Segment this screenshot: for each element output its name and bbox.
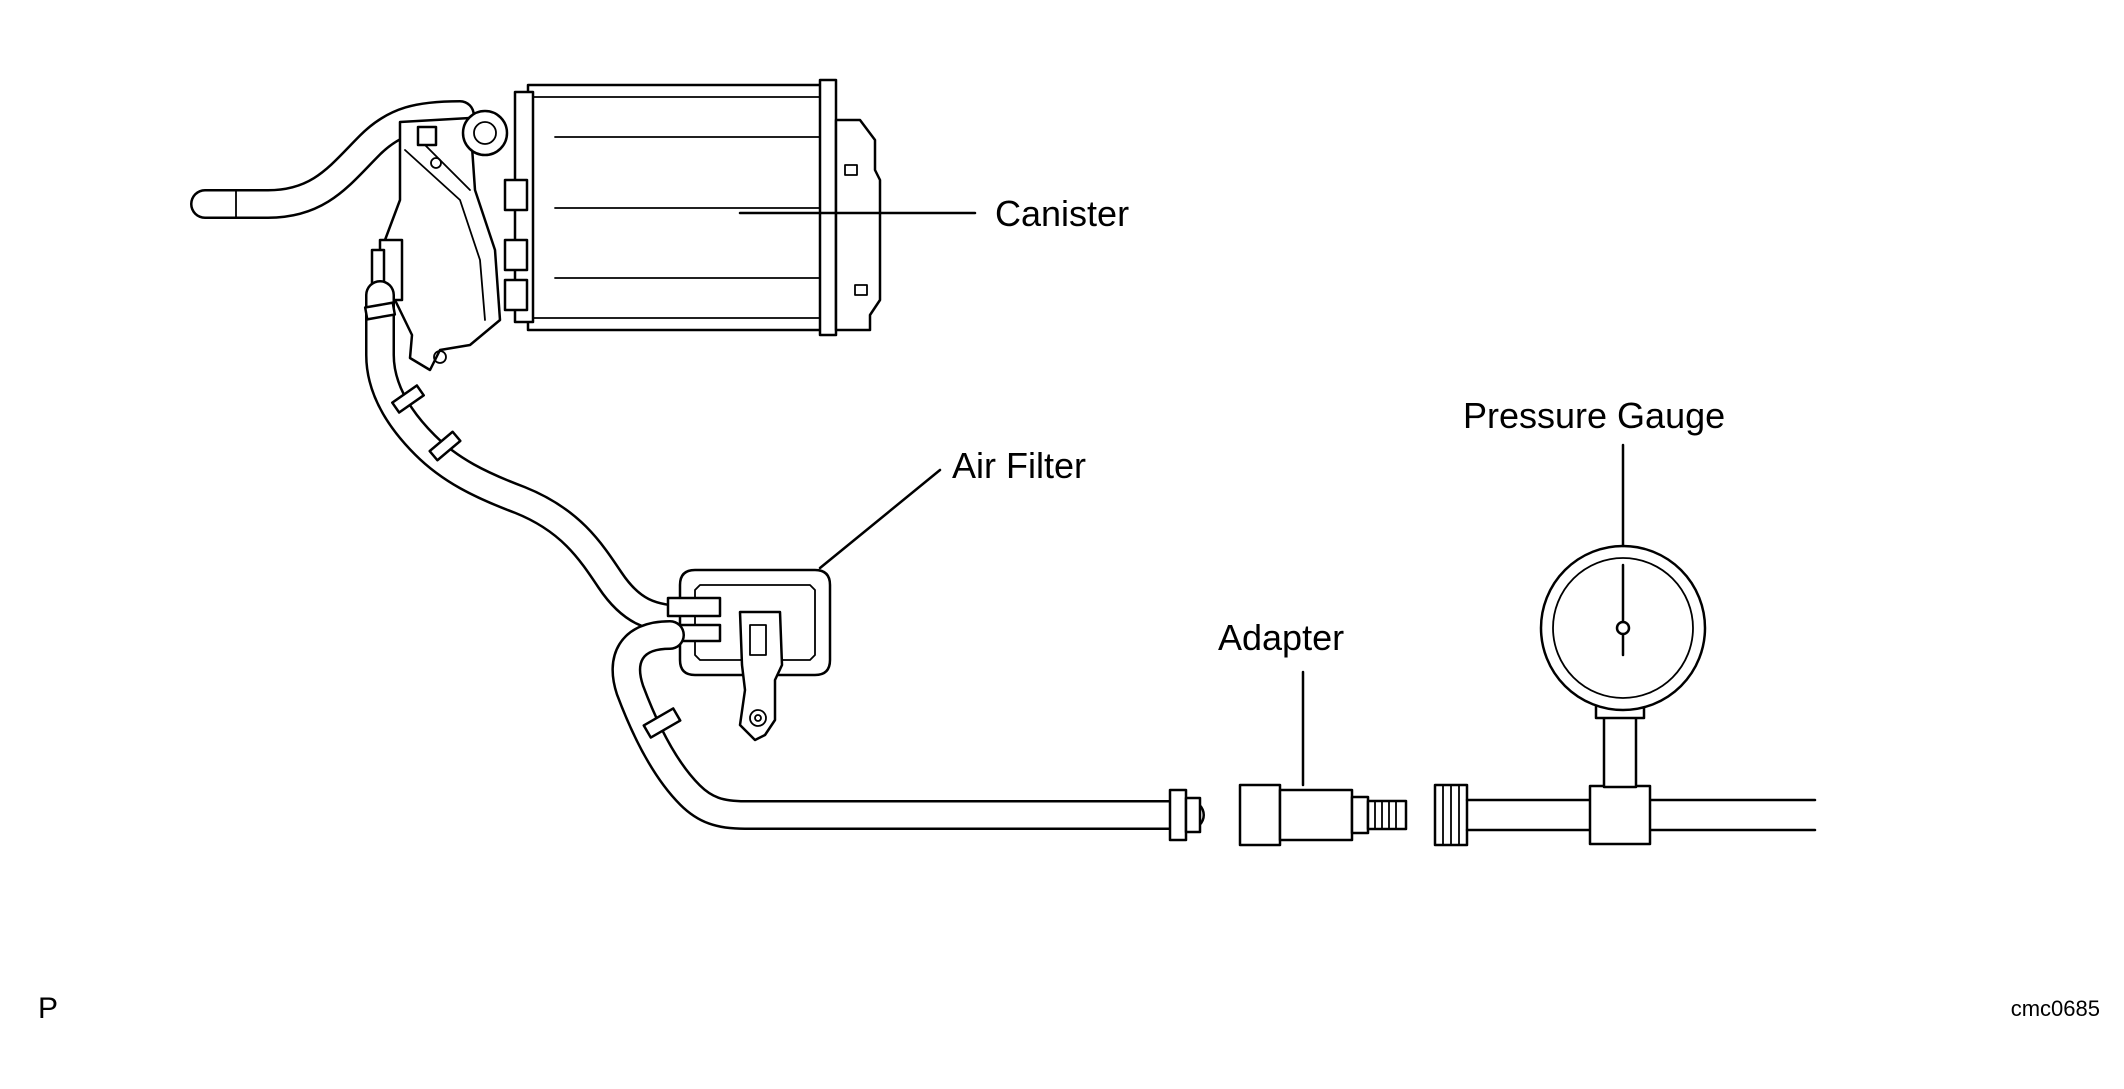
upper-hose bbox=[190, 100, 475, 219]
adapter-label: Adapter bbox=[1218, 617, 1344, 658]
leader-lines bbox=[738, 211, 1625, 787]
filter-to-connector-hose bbox=[611, 620, 1205, 842]
canister-to-filter-hose bbox=[363, 280, 715, 635]
adapter bbox=[1238, 783, 1408, 847]
canister-label: Canister bbox=[995, 193, 1129, 234]
pressure-gauge-label: Pressure Gauge bbox=[1463, 395, 1725, 436]
corner-left-label: P bbox=[38, 992, 58, 1025]
pressure-gauge bbox=[1433, 544, 1817, 847]
air-filter-label: Air Filter bbox=[952, 445, 1086, 486]
air-filter bbox=[666, 568, 832, 742]
canister bbox=[370, 78, 882, 372]
figure-code: cmc0685 bbox=[2011, 996, 2100, 1021]
